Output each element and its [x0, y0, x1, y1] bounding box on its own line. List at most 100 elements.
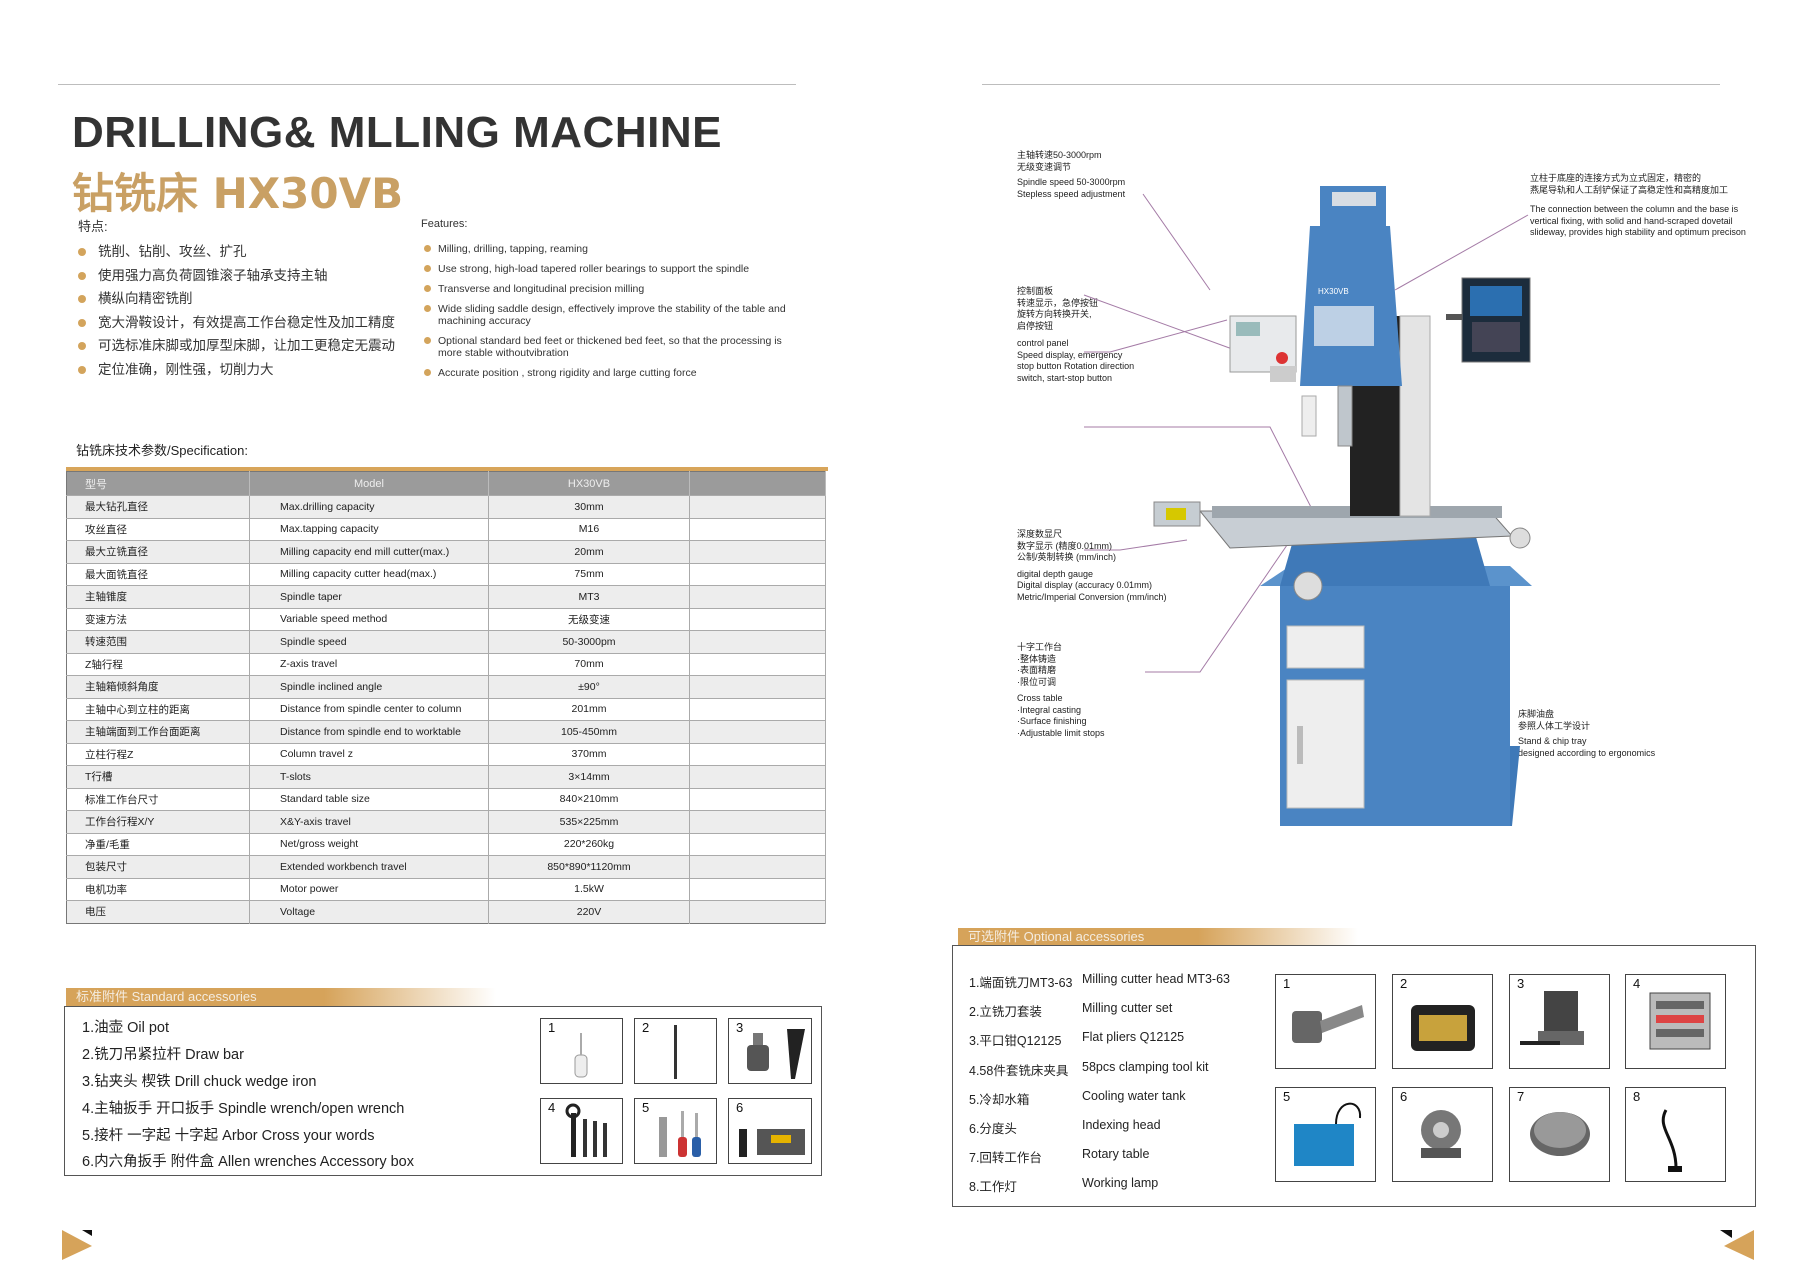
spec-cell-blank: [689, 495, 826, 518]
callout-spindle-speed: 主轴转速50-3000rpm 无级变速调节 Spindle speed 50-3…: [1017, 150, 1125, 200]
prev-page-arrow-icon[interactable]: [62, 1230, 96, 1264]
callout-line: ·整体铸造: [1017, 653, 1056, 664]
feature-en-item: Wide sliding saddle design, effectively …: [424, 303, 804, 327]
spec-cell-en: Max.drilling capacity: [249, 495, 489, 518]
milling-cutter-icon: [1292, 1005, 1364, 1043]
spec-cell-en: T-slots: [249, 765, 489, 788]
toolbox-icon: [739, 1129, 805, 1157]
feature-en-item: Transverse and longitudinal precision mi…: [424, 283, 804, 295]
opt-item-en: Flat pliers Q12125: [1082, 1030, 1185, 1045]
spec-cell-val: ±90°: [488, 675, 690, 698]
thumb-number: 3: [736, 1020, 744, 1035]
callout-line: designed according to ergonomics: [1518, 747, 1656, 758]
callout-line: 启停按钮: [1017, 320, 1054, 331]
spec-cell-en: Spindle taper: [249, 585, 489, 608]
feature-en-item: Optional standard bed feet or thickened …: [424, 335, 804, 359]
opt-item-en: Milling cutter set: [1082, 1001, 1173, 1016]
spec-cell-cn: 标准工作台尺寸: [66, 787, 250, 811]
page-subtitle: 钻铣床 HX30VB: [72, 169, 404, 218]
callout-line: ·Adjustable limit stops: [1017, 727, 1105, 738]
feature-en-item: Accurate position , strong rigidity and …: [424, 367, 804, 379]
spec-cell-val: 30mm: [488, 495, 690, 518]
opt-item-en: Milling cutter head MT3-63: [1082, 972, 1230, 986]
lamp-icon: [1661, 1109, 1682, 1172]
rotary-table-icon: [1530, 1112, 1590, 1156]
thumb-number: 6: [1400, 1089, 1408, 1104]
thumb-number: 1: [1283, 976, 1291, 991]
spec-cell-blank: [689, 652, 826, 676]
std-thumb-allen-box: 6: [728, 1098, 812, 1164]
spec-cell-en: Voltage: [249, 900, 489, 923]
spec-cell-en: Milling capacity end mill cutter(max.): [249, 540, 489, 563]
callout-line: 深度数显尺: [1017, 529, 1063, 539]
spec-header-en: Model: [249, 471, 489, 496]
spec-cell-val: MT3: [488, 585, 690, 608]
spec-cell-blank: [689, 810, 826, 833]
page-title: DRILLING& MLLING MACHINE: [72, 108, 722, 157]
feature-cn-item: 定位准确，刚性强，切削力大: [76, 358, 395, 382]
spec-cell-cn: 最大立铣直径: [66, 540, 250, 563]
opt-thumb-flat-pliers: 3: [1509, 974, 1610, 1069]
callout-line: control panel: [1017, 338, 1069, 348]
spec-cell-val: 75mm: [488, 562, 690, 586]
feature-cn-item: 可选标准床脚或加厚型床脚，让加工更稳定无震动: [76, 334, 395, 358]
spec-cell-cn: T行槽: [66, 765, 250, 788]
spec-cell-cn: 主轴箱倾斜角度: [66, 675, 250, 698]
features-cn-list: 铣削、钻削、攻丝、扩孔 使用强力高负荷圆锥滚子轴承支持主轴 横纵向精密铣削 宽大…: [76, 240, 395, 381]
spec-cell-cn: Z轴行程: [66, 652, 250, 676]
opt-item-cn: 1.端面铣刀MT3-63: [969, 976, 1073, 990]
std-item: 3.钻夹头 楔铁 Drill chuck wedge iron: [82, 1074, 317, 1090]
spec-cell-cn: 变速方法: [66, 607, 250, 631]
callout-line: 转速显示，急停按钮: [1017, 297, 1099, 308]
callout-line: stop button Rotation direction: [1017, 361, 1135, 371]
thumb-number: 4: [548, 1100, 556, 1115]
spec-cell-blank: [689, 742, 826, 766]
spec-cell-en: Distance from spindle end to worktable: [249, 720, 489, 743]
spec-cell-blank: [689, 630, 826, 653]
spec-cell-val: M16: [488, 517, 690, 541]
spec-cell-val: 201mm: [488, 697, 690, 721]
wrench-icon: [565, 1103, 607, 1157]
machine-model-label: HX30VB: [1318, 287, 1349, 296]
std-thumb-draw-bar: 2: [634, 1018, 717, 1084]
spec-cell-en: Spindle speed: [249, 630, 489, 653]
std-item: 2.铣刀吊紧拉杆 Draw bar: [82, 1047, 244, 1063]
thumb-number: 2: [642, 1020, 650, 1035]
spec-cell-val: 840×210mm: [488, 787, 690, 811]
clamping-kit-icon: [1649, 992, 1711, 1050]
callout-line: digital depth gauge: [1017, 568, 1094, 579]
oil-pot-icon: [574, 1033, 588, 1078]
spec-cell-val: 535×225mm: [488, 810, 690, 833]
opt-item-en: 58pcs clamping tool kit: [1082, 1059, 1209, 1074]
spec-cell-en: Milling capacity cutter head(max.): [249, 562, 489, 586]
spec-cell-blank: [689, 832, 826, 856]
opt-item-cn: 4.58件套铣床夹具: [969, 1063, 1069, 1078]
spec-cell-cn: 最大面铣直径: [66, 562, 250, 586]
callout-line: ·限位可调: [1017, 676, 1056, 687]
callout-line: Metric/Imperial Conversion (mm/inch): [1017, 591, 1167, 602]
spec-accent-bar: [66, 467, 828, 471]
callout-line: 无级变速调节: [1017, 161, 1072, 172]
next-page-arrow-icon[interactable]: [1720, 1230, 1754, 1264]
callout-line: 主轴转速50-3000rpm: [1017, 150, 1102, 160]
callout-depth-gauge: 深度数显尺 数字显示 (精度0.01mm) 公制/英制转换 (mm/inch) …: [1017, 529, 1167, 603]
callout-line: 参照人体工学设计: [1518, 720, 1591, 731]
spec-cell-cn: 转速范围: [66, 630, 250, 653]
spec-cell-blank: [689, 540, 826, 563]
spec-cell-en: X&Y-axis travel: [249, 810, 489, 833]
thumb-number: 1: [548, 1020, 556, 1035]
callout-line: Cross table: [1017, 693, 1063, 703]
thumb-number: 8: [1633, 1089, 1641, 1104]
callout-line: vertical fixing, with solid and hand-scr…: [1530, 215, 1733, 226]
callout-line: 数字显示 (精度0.01mm): [1017, 540, 1113, 551]
opt-thumb-cutter-set: 2: [1392, 974, 1493, 1069]
